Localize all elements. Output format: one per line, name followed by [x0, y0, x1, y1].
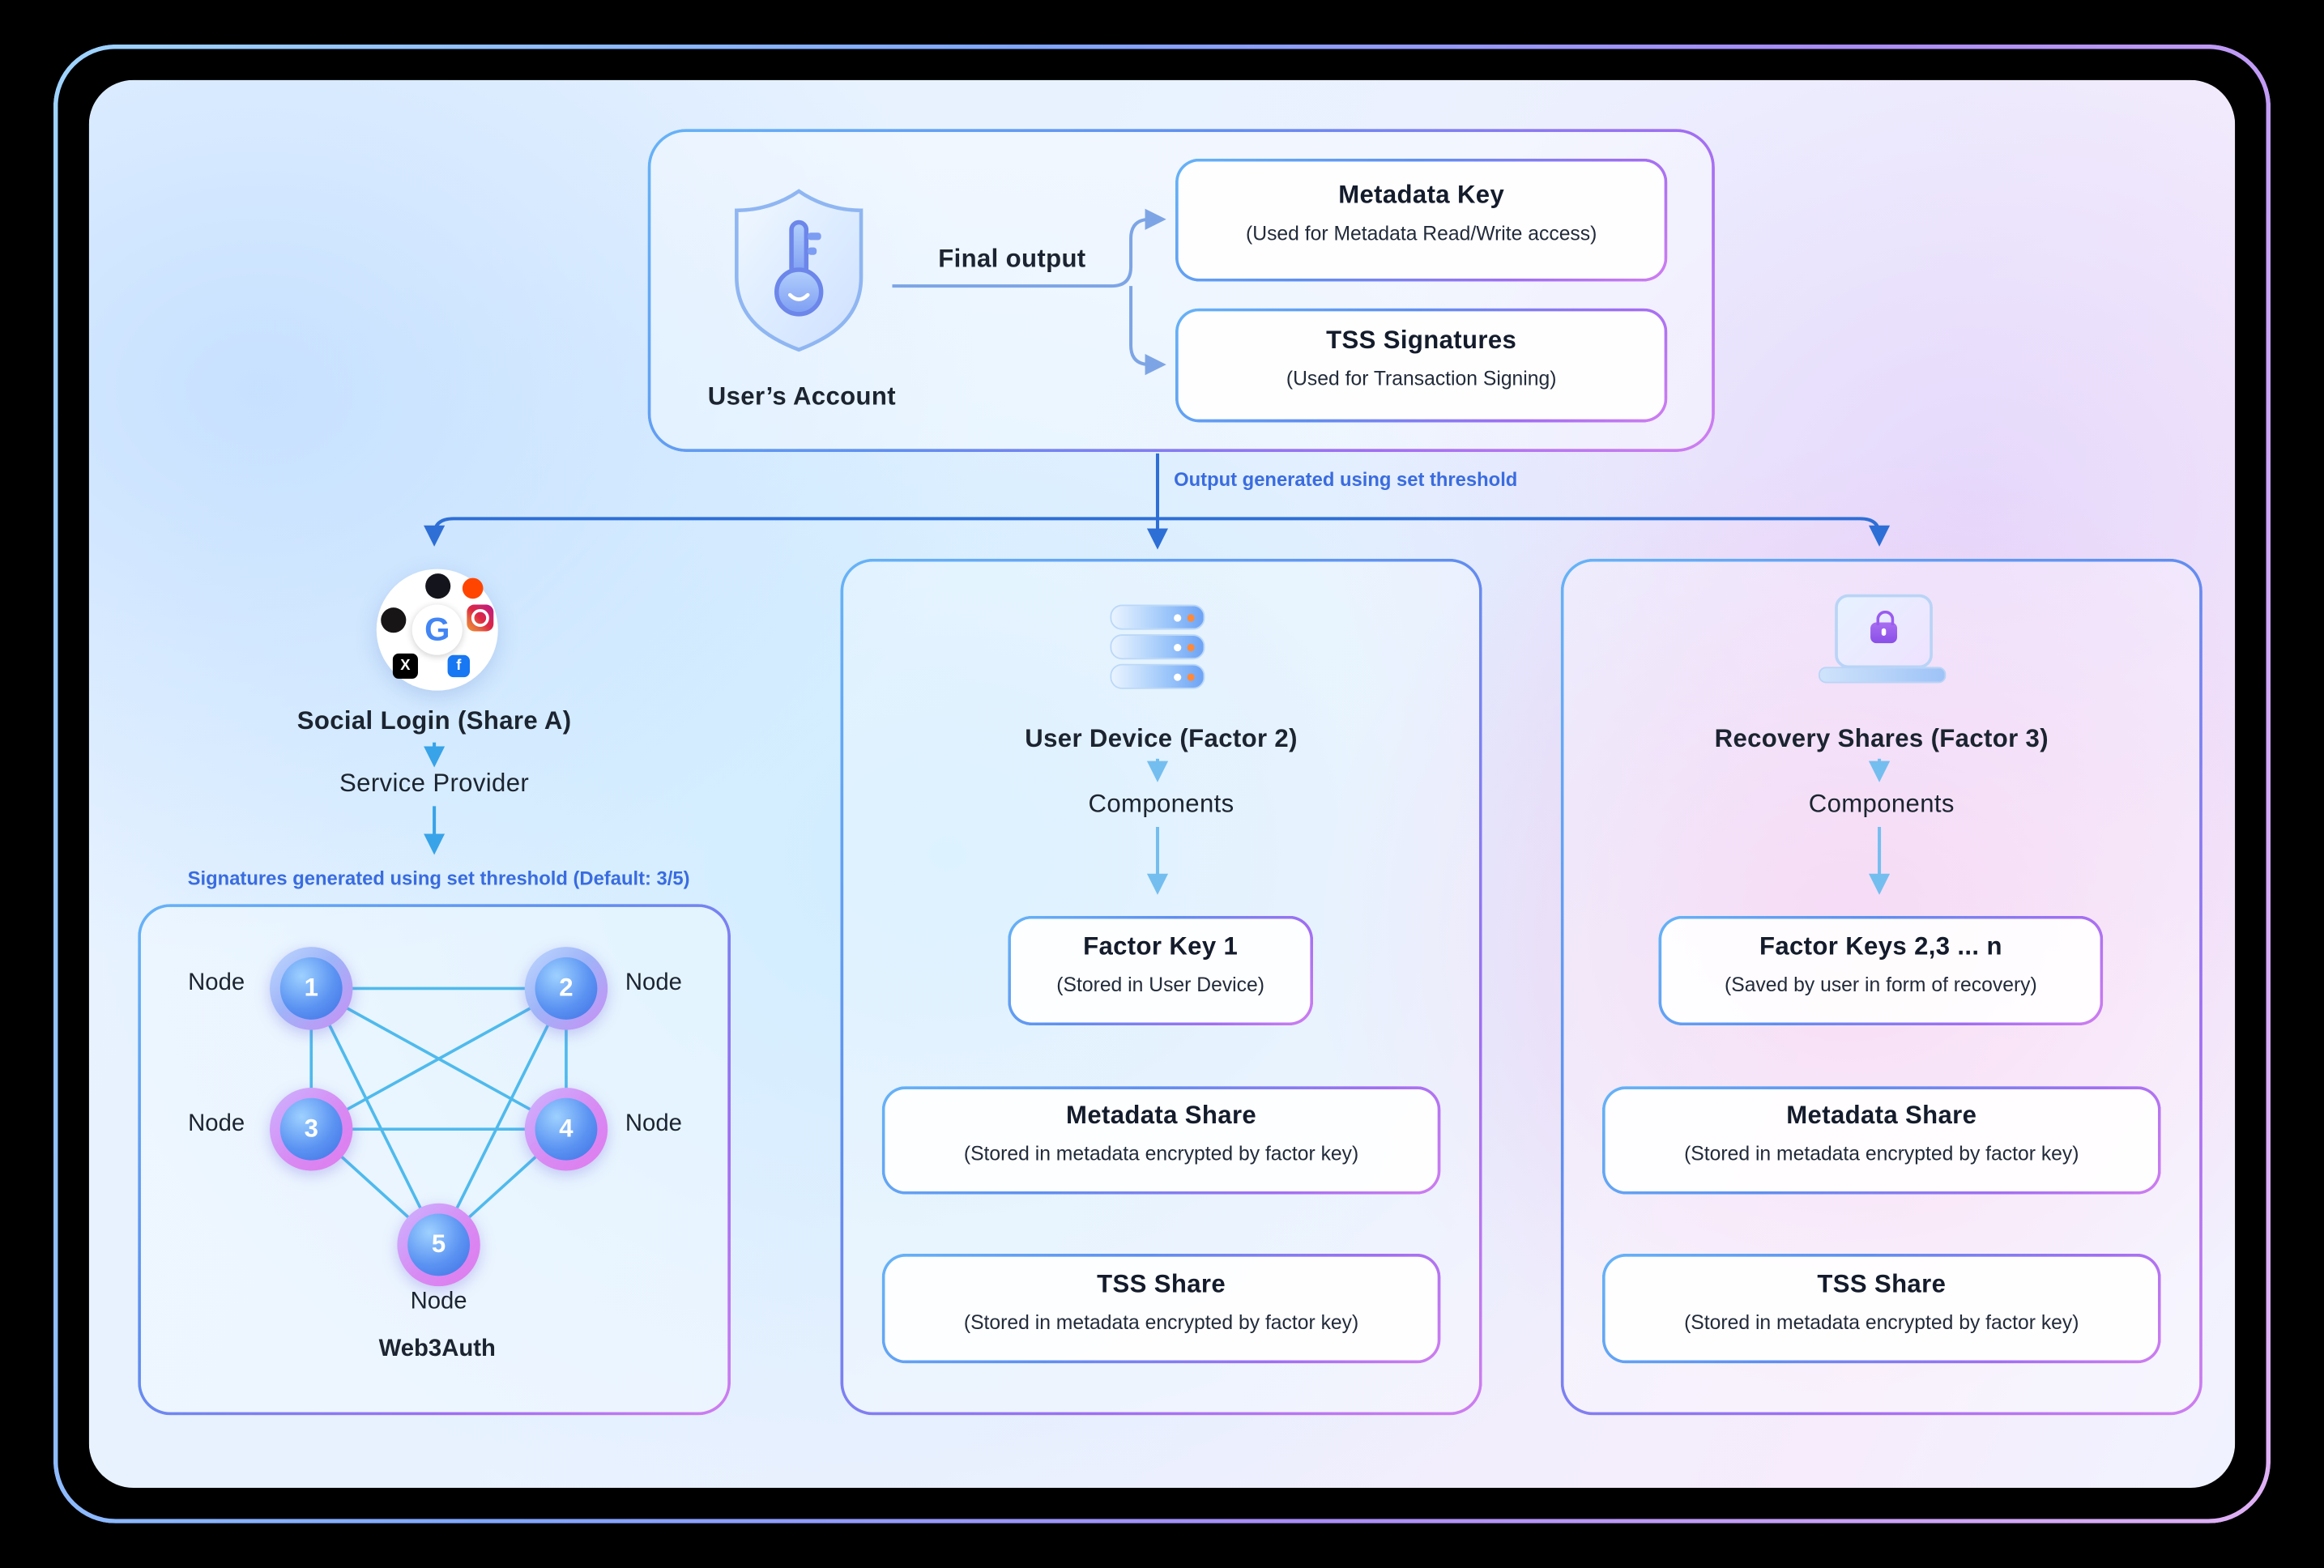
- tss-signatures-title: TSS Signatures: [1326, 326, 1517, 355]
- social-login-icon-cluster: G X f: [376, 569, 498, 691]
- user-device-components-label: Components: [1088, 790, 1234, 818]
- google-icon: G: [411, 604, 463, 655]
- facebook-icon: f: [447, 654, 471, 678]
- recovery-shares-title: Recovery Shares (Factor 3): [1714, 724, 2049, 753]
- user-account-box: User’s Account Final output Metadata Key…: [647, 129, 1715, 453]
- node-4-label: Node: [625, 1111, 682, 1137]
- device-metadata-share-title: Metadata Share: [1066, 1101, 1257, 1130]
- user-device-box: User Device (Factor 2) Components Factor…: [840, 558, 1482, 1416]
- device-tss-share-card: TSS Share (Stored in metadata encrypted …: [881, 1253, 1441, 1364]
- node-1-number: 1: [279, 957, 343, 1020]
- recovery-tss-share-subtitle: (Stored in metadata encrypted by factor …: [1684, 1311, 2079, 1334]
- device-metadata-share-card: Metadata Share (Stored in metadata encry…: [881, 1086, 1441, 1195]
- shield-key-icon: [731, 185, 867, 357]
- recovery-shares-box: Recovery Shares (Factor 3) Components Fa…: [1560, 558, 2202, 1416]
- factor-keys-n-subtitle: (Saved by user in form of recovery): [1724, 974, 2037, 996]
- node-4: 4: [524, 1087, 608, 1171]
- user-device-title: User Device (Factor 2): [1025, 724, 1298, 753]
- recovery-tss-share-title: TSS Share: [1817, 1270, 1947, 1298]
- factor-key-1-subtitle: (Stored in User Device): [1056, 974, 1264, 996]
- tss-signatures-subtitle: (Used for Transaction Signing): [1286, 367, 1557, 390]
- server-icon: [1110, 600, 1205, 693]
- web3auth-node-network-box: 1 2 3 4 5 Node Node Node Node Node Web3A…: [138, 904, 731, 1416]
- apple-icon: [425, 573, 451, 599]
- node-3-number: 3: [279, 1097, 343, 1161]
- node-2-label: Node: [625, 970, 682, 996]
- node-1: 1: [270, 947, 353, 1030]
- x-icon: X: [392, 653, 418, 680]
- final-output-label: Final output: [938, 244, 1086, 273]
- node-3-label: Node: [188, 1111, 245, 1137]
- metadata-key-title: Metadata Key: [1338, 181, 1505, 209]
- distribution-threshold-label: Output generated using set threshold: [1174, 468, 1518, 491]
- device-metadata-share-subtitle: (Stored in metadata encrypted by factor …: [963, 1142, 1359, 1165]
- device-tss-share-title: TSS Share: [1097, 1270, 1226, 1298]
- signatures-threshold-label: Signatures generated using set threshold…: [187, 867, 690, 889]
- node-5: 5: [397, 1203, 480, 1287]
- lock-icon: [1870, 610, 1898, 644]
- user-account-label: User’s Account: [707, 382, 896, 411]
- reddit-icon: [462, 577, 484, 599]
- recovery-tss-share-card: TSS Share (Stored in metadata encrypted …: [1601, 1253, 2161, 1364]
- recovery-metadata-share-title: Metadata Share: [1786, 1101, 1977, 1130]
- recovery-components-label: Components: [1808, 790, 1955, 818]
- tss-signatures-card: TSS Signatures (Used for Transaction Sig…: [1175, 308, 1668, 423]
- node-4-number: 4: [535, 1097, 598, 1161]
- github-icon: [381, 607, 407, 633]
- web3auth-label: Web3Auth: [378, 1336, 496, 1362]
- recovery-metadata-share-card: Metadata Share (Stored in metadata encry…: [1601, 1086, 2161, 1195]
- metadata-key-subtitle: (Used for Metadata Read/Write access): [1246, 222, 1597, 245]
- node-5-number: 5: [407, 1213, 471, 1276]
- factor-keys-n-card: Factor Keys 2,3 ... n (Saved by user in …: [1658, 915, 2104, 1026]
- factor-key-1-title: Factor Key 1: [1083, 931, 1239, 961]
- device-tss-share-subtitle: (Stored in metadata encrypted by factor …: [963, 1311, 1359, 1334]
- node-1-label: Node: [188, 970, 245, 996]
- metadata-key-card: Metadata Key (Used for Metadata Read/Wri…: [1175, 158, 1668, 282]
- node-3: 3: [270, 1087, 353, 1171]
- instagram-icon: [467, 604, 494, 632]
- node-2-number: 2: [535, 957, 598, 1020]
- laptop-lock-icon: [1819, 594, 1947, 684]
- recovery-metadata-share-subtitle: (Stored in metadata encrypted by factor …: [1684, 1142, 2079, 1165]
- service-provider-label: Service Provider: [339, 769, 530, 798]
- factor-key-1-card: Factor Key 1 (Stored in User Device): [1008, 915, 1314, 1026]
- factor-keys-n-title: Factor Keys 2,3 ... n: [1759, 931, 2002, 961]
- node-5-label: Node: [410, 1289, 467, 1314]
- social-login-title: Social Login (Share A): [296, 706, 572, 735]
- node-2: 2: [524, 947, 608, 1030]
